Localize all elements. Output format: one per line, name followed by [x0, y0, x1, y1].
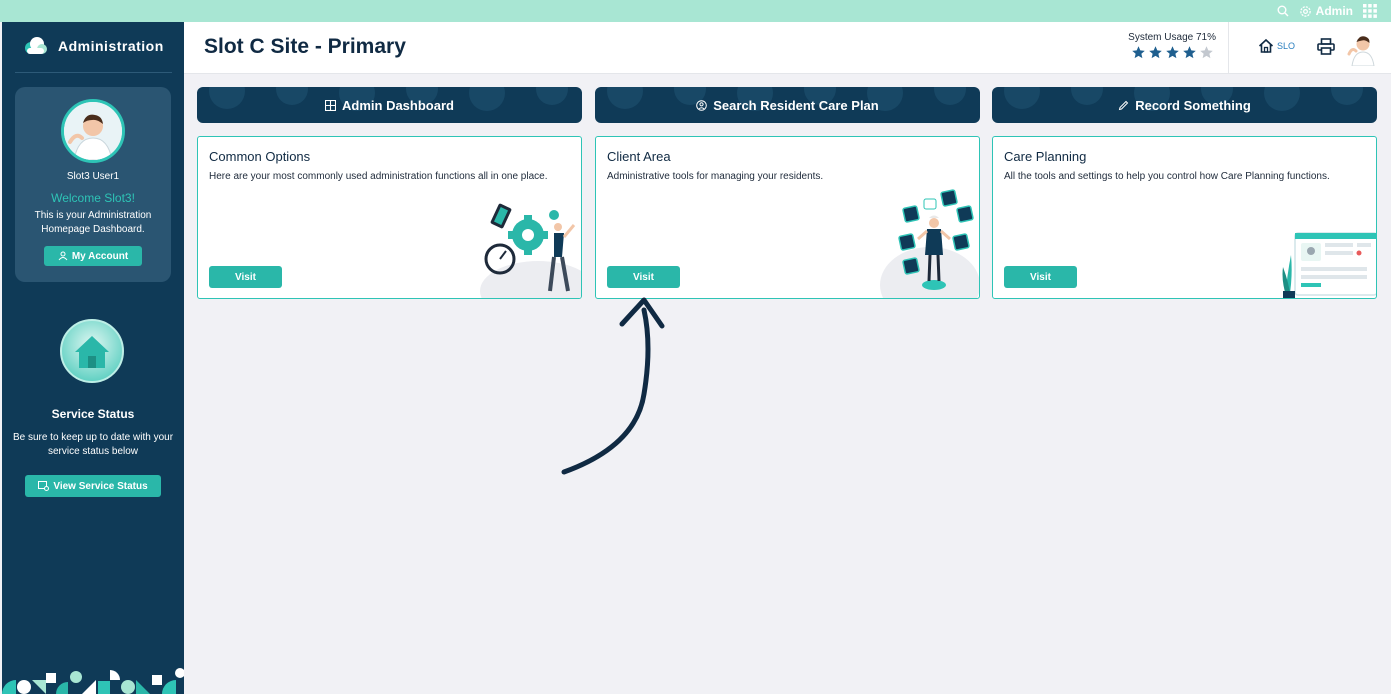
my-account-button[interactable]: My Account	[44, 246, 142, 266]
top-bar: Admin	[0, 0, 1391, 22]
card-common-options: Common Options Here are your most common…	[197, 136, 582, 299]
star-empty-icon	[1199, 46, 1213, 59]
apps-grid-icon[interactable]	[1363, 4, 1377, 18]
header-divider	[1228, 22, 1229, 74]
star-filled-icon	[1131, 46, 1145, 59]
search-icon[interactable]	[1277, 5, 1289, 17]
avatar	[61, 99, 125, 163]
print-icon[interactable]	[1317, 38, 1335, 55]
home-icon	[1258, 38, 1274, 53]
residents-illustration	[880, 189, 979, 298]
pencil-icon	[1119, 100, 1129, 110]
brand-label: Administration	[58, 38, 164, 54]
header-avatar[interactable]	[1347, 30, 1377, 66]
user-group-icon	[58, 251, 68, 261]
home-label: SLO	[1276, 40, 1295, 51]
tab-background-pattern	[1004, 87, 1363, 111]
card-description: Here are your most commonly used adminis…	[209, 171, 548, 182]
visit-button-client-area[interactable]: Visit	[607, 266, 680, 288]
my-account-label: My Account	[71, 250, 129, 262]
tab-search-resident-label: Search Resident Care Plan	[713, 97, 879, 113]
view-service-status-label: View Service Status	[53, 480, 148, 492]
view-service-status-button[interactable]: View Service Status	[25, 475, 161, 497]
decorative-pattern	[2, 665, 184, 694]
tab-record-something-label: Record Something	[1135, 97, 1251, 113]
page-header: Slot C Site - Primary System Usage 71% S…	[184, 22, 1391, 74]
page-title: Slot C Site - Primary	[204, 35, 406, 58]
sidebar: Administration Slot3 User1 Welcome Slot3…	[2, 22, 184, 694]
usage-rating	[1128, 45, 1216, 60]
tab-background-pattern	[209, 87, 568, 111]
intro-text: This is your Administration Homepage Das…	[34, 210, 152, 235]
brand[interactable]: Administration	[22, 36, 164, 56]
admin-menu[interactable]: Admin	[1299, 4, 1353, 18]
star-filled-icon	[1182, 46, 1196, 59]
star-filled-icon	[1165, 46, 1179, 59]
care-plan-screen-illustration	[1282, 232, 1376, 298]
visit-button-care-planning[interactable]: Visit	[1004, 266, 1077, 288]
home-link[interactable]: SLO	[1258, 38, 1295, 53]
gears-illustration	[480, 203, 581, 298]
annotation-arrow	[561, 297, 665, 475]
home-status-icon	[60, 319, 124, 383]
card-care-planning: Care Planning All the tools and settings…	[992, 136, 1377, 299]
user-circle-icon	[696, 99, 708, 111]
card-client-area: Client Area Administrative tools for man…	[595, 136, 980, 299]
card-title: Care Planning	[1004, 149, 1087, 164]
grid-icon	[325, 99, 337, 111]
service-status-title: Service Status	[51, 407, 135, 421]
service-status-text: Be sure to keep up to date with your ser…	[12, 432, 174, 457]
tab-admin-dashboard[interactable]: Admin Dashboard	[197, 87, 582, 123]
card-description: Administrative tools for managing your r…	[607, 171, 824, 182]
admin-label: Admin	[1315, 4, 1353, 18]
card-title: Common Options	[209, 149, 311, 164]
tab-record-something[interactable]: Record Something	[992, 87, 1377, 123]
tab-background-pattern	[607, 87, 966, 111]
welcome-text: Welcome Slot3!	[51, 191, 135, 205]
tab-search-resident-care-plan[interactable]: Search Resident Care Plan	[595, 87, 980, 123]
cloud-logo-icon	[25, 37, 47, 54]
system-usage-label: System Usage 71%	[1128, 32, 1216, 43]
tab-admin-dashboard-label: Admin Dashboard	[342, 97, 454, 113]
profile-card: Slot3 User1 Welcome Slot3! This is your …	[15, 87, 171, 282]
card-title: Client Area	[607, 149, 671, 164]
system-usage: System Usage 71%	[1128, 32, 1216, 60]
brand-divider	[15, 72, 172, 73]
card-description: All the tools and settings to help you c…	[1004, 171, 1330, 182]
username: Slot3 User1	[66, 171, 120, 182]
gear-icon	[1299, 5, 1311, 17]
visit-button-common-options[interactable]: Visit	[209, 266, 282, 288]
star-filled-icon	[1148, 46, 1162, 59]
status-window-icon	[38, 481, 50, 491]
